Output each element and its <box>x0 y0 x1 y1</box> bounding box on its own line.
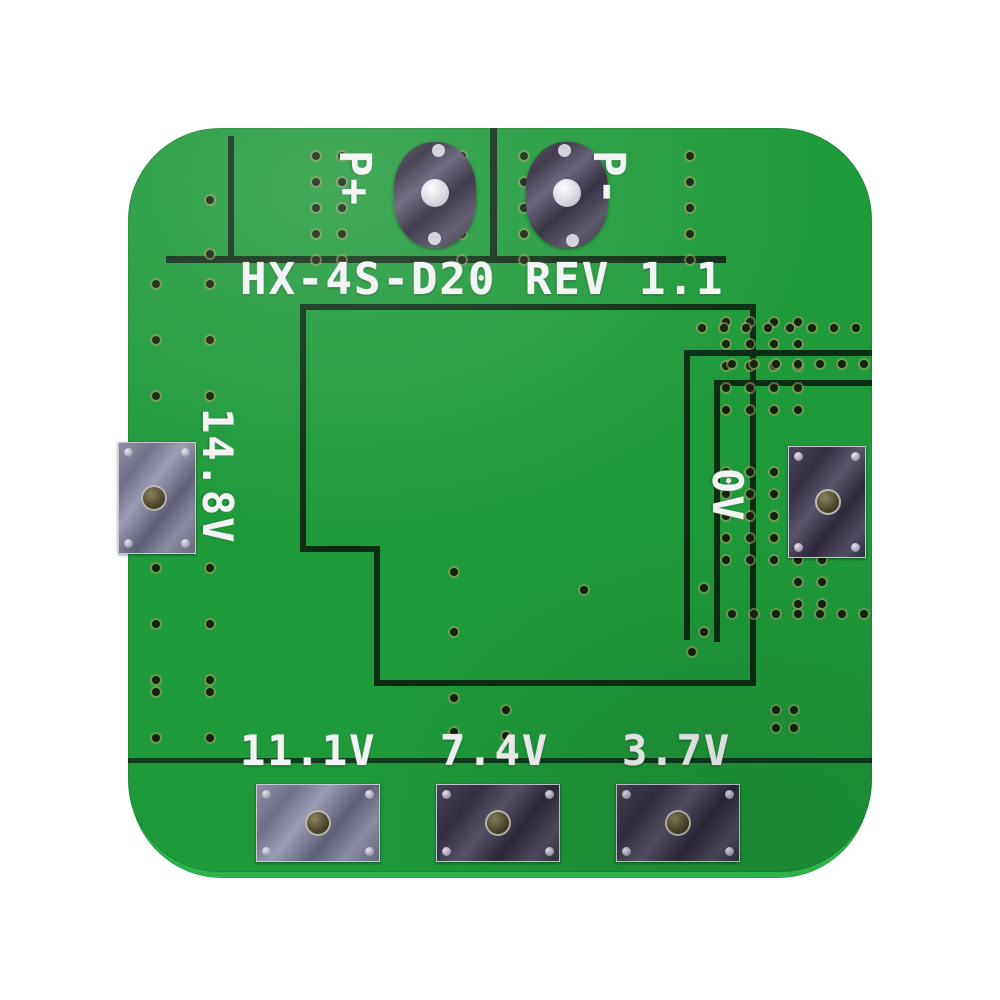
silkscreen-14-8v: 14.8V <box>193 408 242 545</box>
pad-3-7v-screw-tr <box>725 790 734 799</box>
pad-3-7v-hole <box>665 810 691 836</box>
silkscreen-7-4v: 7.4V <box>440 726 550 775</box>
silkscreen-p-minus: P- <box>583 150 634 207</box>
pad-p-plus-spot-bottom <box>428 232 441 245</box>
pad-p-minus-spot-bottom <box>566 234 579 247</box>
pad-7-4v-screw-bl <box>442 847 451 856</box>
pad-14-8v-hole <box>141 485 167 511</box>
trace-bottom-separator <box>128 758 872 763</box>
pad-p-plus-hole <box>421 178 449 207</box>
silkscreen-part-number: HX-4S-D20 REV 1.1 <box>240 254 725 305</box>
silkscreen-11-1v: 11.1V <box>240 726 377 775</box>
pad-7-4v-screw-tl <box>442 790 451 799</box>
trace-center-left-upper <box>300 304 306 552</box>
pad-14-8v-screw-bl <box>124 539 133 548</box>
trace-vertical-p-divider <box>490 128 497 260</box>
pad-7-4v-screw-tr <box>545 790 554 799</box>
silkscreen-3-7v: 3.7V <box>622 726 732 775</box>
pad-p-plus-spot-top <box>432 144 445 157</box>
trace-right-block-left <box>684 350 690 640</box>
pad-11-1v-screw-br <box>365 847 374 856</box>
trace-right-block-top <box>684 350 872 356</box>
pad-p-minus-spot-top <box>558 144 571 157</box>
pad-3-7v-screw-tl <box>622 790 631 799</box>
trace-center-bottom <box>374 680 756 686</box>
pad-0v[interactable] <box>788 446 866 558</box>
pad-11-1v-hole <box>305 810 331 836</box>
trace-top-separator <box>166 256 726 263</box>
trace-vertical-left <box>228 136 234 256</box>
pad-7-4v-hole <box>485 810 511 836</box>
pad-0v-screw-br <box>851 543 860 552</box>
silkscreen-p-plus: P+ <box>329 150 380 207</box>
trace-center-top <box>300 304 752 310</box>
pad-14-8v[interactable] <box>118 442 196 554</box>
pad-3-7v[interactable] <box>616 784 740 862</box>
trace-center-step-horizontal <box>300 546 380 552</box>
pad-0v-screw-tl <box>794 452 803 461</box>
pad-p-minus[interactable] <box>526 142 608 248</box>
pad-0v-hole <box>815 489 841 515</box>
pad-11-1v-screw-tr <box>365 790 374 799</box>
pad-14-8v-screw-tl <box>124 448 133 457</box>
pad-11-1v-screw-bl <box>262 847 271 856</box>
pad-3-7v-screw-bl <box>622 847 631 856</box>
pcb-board: HX-4S-D20 REV 1.1 P+ P- 14.8V 0V 11.1V 7… <box>118 128 872 872</box>
trace-right-block-inner-left <box>714 380 720 642</box>
pad-p-plus[interactable] <box>394 142 476 248</box>
pad-3-7v-screw-br <box>725 847 734 856</box>
silkscreen-0v: 0V <box>703 468 752 523</box>
pad-0v-screw-tr <box>851 452 860 461</box>
trace-right-block-inner-top <box>714 380 872 386</box>
pad-7-4v[interactable] <box>436 784 560 862</box>
pad-p-minus-hole <box>553 178 581 207</box>
pad-14-8v-screw-br <box>181 539 190 548</box>
pad-7-4v-screw-br <box>545 847 554 856</box>
pad-11-1v-screw-tl <box>262 790 271 799</box>
pad-0v-screw-bl <box>794 543 803 552</box>
pad-11-1v[interactable] <box>256 784 380 862</box>
pad-14-8v-screw-tr <box>181 448 190 457</box>
trace-center-left-lower <box>374 546 380 686</box>
